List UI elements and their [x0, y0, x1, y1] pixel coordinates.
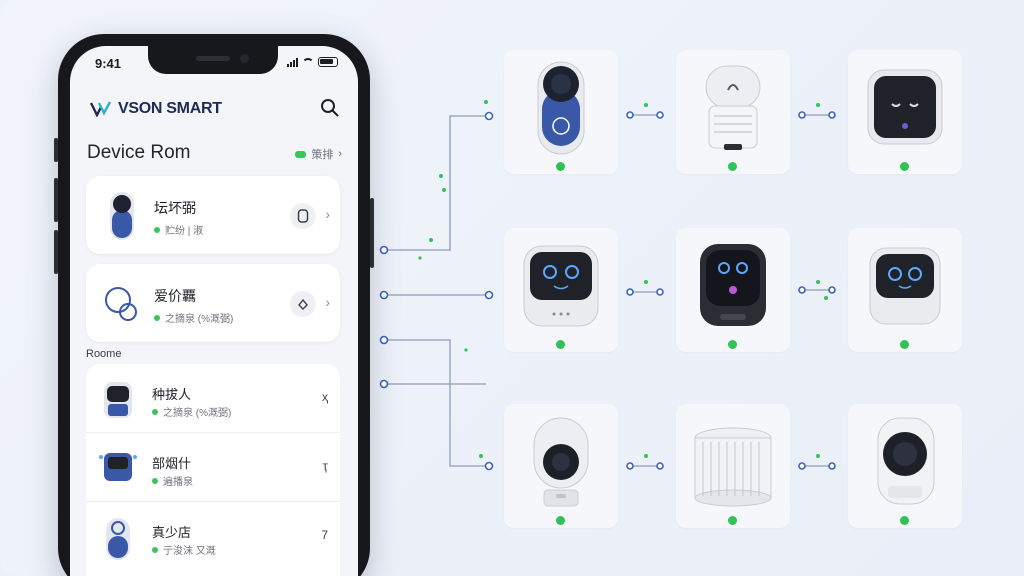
- device-outline-icon: [297, 209, 309, 223]
- app-brand: VSON SMART: [90, 100, 222, 118]
- status-icons: [287, 57, 338, 67]
- room-device-count: ҳ: [322, 390, 328, 404]
- device-tile-robot-assistant[interactable]: [504, 228, 618, 352]
- battery-icon: [318, 57, 338, 67]
- device-card-status: 之摘泉 (%溉弼): [154, 310, 233, 325]
- room-device-count: ҭ: [322, 459, 329, 473]
- smart-speaker-icon: [537, 61, 585, 155]
- online-status-dot: [556, 516, 565, 525]
- device-card-status-text: 贮纷 | 淑: [165, 226, 204, 237]
- online-status-dot: [900, 340, 909, 349]
- device-tile-sensor-hub[interactable]: [676, 50, 790, 174]
- smart-speaker-icon: [110, 192, 134, 240]
- section-status[interactable]: 策排 ›: [295, 146, 342, 162]
- status-indicator-icon: [295, 150, 307, 158]
- chevron-right-icon: ›: [338, 148, 342, 160]
- phone-volume-up: [54, 178, 58, 222]
- rooms-label: Roome: [86, 348, 122, 360]
- room-status: 遍播泉: [152, 473, 193, 488]
- device-tile-smart-speaker[interactable]: [504, 50, 618, 174]
- chevron-right-icon[interactable]: ›: [325, 206, 330, 222]
- online-status-dot: [900, 162, 909, 171]
- phone-power-button: [370, 198, 374, 268]
- list-item[interactable]: 真少店 亍浚沫 又溉 7: [86, 502, 340, 571]
- smart-speaker-display-icon: [700, 244, 766, 326]
- companion-robot-icon: [869, 247, 941, 325]
- online-status-dot: [728, 516, 737, 525]
- search-icon[interactable]: [320, 98, 340, 118]
- device-tile-security-camera[interactable]: [504, 404, 618, 528]
- online-status-dot: [556, 340, 565, 349]
- online-status-dot: [728, 340, 737, 349]
- robot-assistant-icon: [104, 382, 132, 418]
- status-dot-icon: [154, 314, 160, 321]
- room-status: 之摘泉 (%溉弼): [152, 404, 231, 419]
- room-status-text: 之摘泉 (%溉弼): [163, 408, 232, 419]
- list-item[interactable]: 部烟什 遍播泉 ҭ: [86, 433, 340, 502]
- device-control-button[interactable]: [290, 291, 316, 317]
- section-status-label: 策排: [311, 149, 334, 161]
- list-item[interactable]: 种拔人 之摘泉 (%溉弼) ҳ: [86, 364, 340, 433]
- status-time: 9:41: [95, 56, 122, 71]
- device-card[interactable]: 坛坏弼 贮纷 | 淑 ›: [86, 176, 340, 254]
- room-list: 种拔人 之摘泉 (%溉弼) ҳ 部烟什: [86, 364, 340, 576]
- phone-notch: [148, 46, 278, 74]
- refresh-icon: [298, 298, 308, 310]
- smart-speaker-icon: [106, 518, 130, 560]
- device-tile-smart-display[interactable]: [848, 50, 962, 174]
- phone-mute-switch: [54, 138, 58, 162]
- room-device-count: 7: [321, 528, 328, 542]
- brand-logo-icon: [90, 101, 112, 117]
- device-tile-smart-speaker-display[interactable]: [676, 228, 790, 352]
- room-name: 部烟什: [152, 456, 192, 471]
- status-dot-icon: [154, 226, 160, 233]
- device-tile-pan-camera[interactable]: [848, 404, 962, 528]
- phone-frame: 9:41 VSON SMART Device Rom 策排: [54, 34, 374, 576]
- device-tile-companion-robot[interactable]: [848, 228, 962, 352]
- wifi-icon: [302, 57, 314, 67]
- chevron-right-icon[interactable]: ›: [325, 294, 330, 310]
- robot-assistant-icon: [523, 245, 599, 327]
- status-dot-icon: [152, 408, 158, 415]
- pan-camera-icon: [877, 417, 935, 505]
- device-card[interactable]: 爱价覊 之摘泉 (%溉弼) ›: [86, 264, 340, 342]
- room-name: 种拔人: [152, 387, 192, 402]
- brand-name: VSON SMART: [118, 100, 222, 117]
- online-status-dot: [556, 162, 565, 171]
- online-status-dot: [728, 162, 737, 171]
- security-camera-icon: [533, 417, 589, 507]
- device-card-status: 贮纷 | 淑: [154, 222, 203, 237]
- online-status-dot: [900, 516, 909, 525]
- device-card-name: 爱价覊: [154, 288, 196, 304]
- device-control-button[interactable]: [290, 203, 316, 229]
- status-dot-icon: [152, 546, 158, 553]
- phone-volume-down: [54, 230, 58, 274]
- room-status-text: 亍浚沫 又溉: [163, 546, 216, 557]
- room-status-text: 遍播泉: [163, 477, 193, 488]
- smart-display-icon: [867, 69, 943, 145]
- sensor-hub-icon: [705, 65, 761, 150]
- phone-screen: 9:41 VSON SMART Device Rom 策排: [70, 46, 358, 576]
- link-rings-icon: [105, 287, 137, 321]
- device-card-status-text: 之摘泉 (%溉弼): [165, 314, 234, 325]
- signal-icon: [287, 57, 298, 67]
- device-tile-air-purifier[interactable]: [676, 404, 790, 528]
- page-title: Device Rom: [87, 142, 191, 163]
- air-purifier-icon: [694, 427, 772, 507]
- room-name: 真少店: [152, 525, 192, 540]
- smart-hub-icon: [99, 453, 137, 481]
- device-card-name: 坛坏弼: [154, 200, 196, 216]
- room-status: 亍浚沫 又溉: [152, 542, 216, 557]
- status-dot-icon: [152, 477, 158, 484]
